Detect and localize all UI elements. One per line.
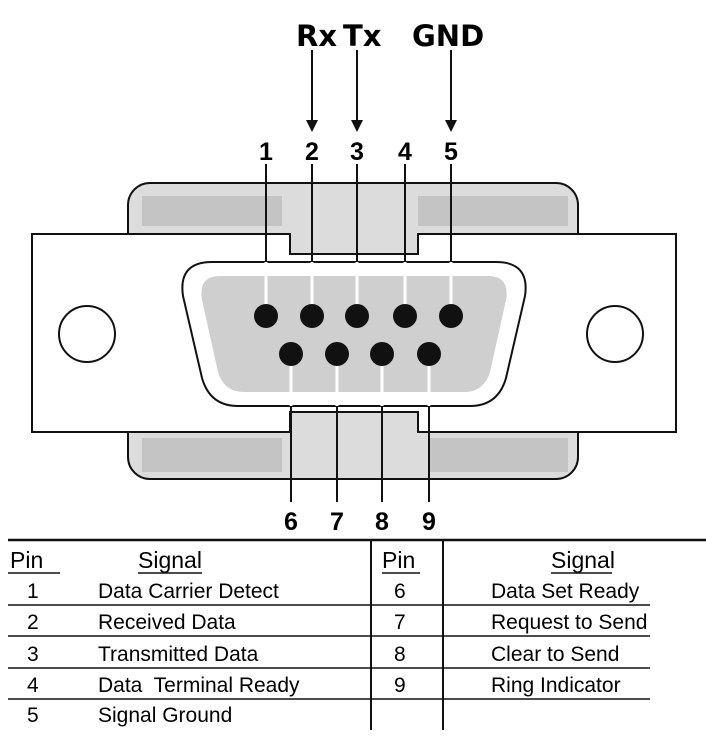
- header-signal-right: Signal: [551, 547, 615, 573]
- shell-shading-top-right: [418, 196, 568, 226]
- pin-number-2: 2: [305, 138, 319, 166]
- right-row-signal: Request to Send: [491, 611, 647, 634]
- pin-8: [370, 342, 394, 366]
- pin-leaders: [264, 262, 453, 406]
- left-row-signal: Data Carrier Detect: [98, 580, 279, 603]
- pin-7: [325, 342, 349, 366]
- left-row-signal: Transmitted Data: [98, 643, 259, 666]
- shell-shading-top-left: [142, 196, 282, 226]
- pin-9: [417, 342, 441, 366]
- left-row-pin: 3: [27, 643, 39, 666]
- pin-2: [300, 304, 324, 328]
- right-row-pin: 6: [394, 580, 406, 603]
- pin-number-9: 9: [422, 508, 436, 536]
- left-row-pin: 4: [27, 674, 39, 697]
- arrow-rx-head: [306, 120, 318, 132]
- left-row-pin: 2: [27, 611, 39, 634]
- right-row-signal: Clear to Send: [491, 643, 619, 666]
- pins: [254, 304, 463, 366]
- pin-3: [345, 304, 369, 328]
- left-row-pin: 5: [27, 704, 39, 727]
- signal-arrows: [306, 50, 457, 132]
- shell-shading-bottom-right: [430, 438, 568, 472]
- left-row-signal: Data Terminal Ready: [98, 674, 300, 697]
- pin-5: [439, 304, 463, 328]
- mounting-hole-right: [586, 305, 644, 363]
- left-row-signal: Signal Ground: [98, 704, 232, 727]
- arrow-gnd-head: [445, 120, 457, 132]
- right-row-pin: 7: [394, 611, 406, 634]
- header-pin-left: Pin: [10, 547, 43, 573]
- shell-shading-bottom-left: [142, 438, 282, 472]
- pin-number-6: 6: [284, 508, 298, 536]
- arrow-tx-head: [351, 120, 363, 132]
- pin-number-4: 4: [398, 138, 412, 166]
- mounting-hole-left: [58, 305, 116, 363]
- pin-number-5: 5: [444, 138, 458, 166]
- pin-number-7: 7: [330, 508, 344, 536]
- left-row-signal: Received Data: [98, 611, 236, 634]
- header-signal-left: Signal: [138, 547, 202, 573]
- pin-signal-table: Pin Signal Pin Signal 1 Data Carrier Det…: [8, 538, 706, 730]
- right-row-signal: Ring Indicator: [491, 674, 621, 697]
- pin-number-1: 1: [259, 138, 273, 166]
- pin-1: [254, 304, 278, 328]
- label-tx: Tx: [343, 19, 382, 53]
- label-rx: Rx: [296, 19, 337, 53]
- pin-number-8: 8: [375, 508, 389, 536]
- left-row-pin: 1: [27, 580, 39, 603]
- label-gnd: GND: [412, 19, 484, 53]
- right-row-signal: Data Set Ready: [491, 580, 640, 603]
- header-pin-right: Pin: [382, 547, 415, 573]
- pin-number-3: 3: [350, 138, 364, 166]
- pin-6: [279, 342, 303, 366]
- right-row-pin: 8: [394, 643, 406, 666]
- right-row-pin: 9: [394, 674, 406, 697]
- d-sub-insert: [201, 276, 507, 392]
- pin-callout-lines: [265, 164, 452, 502]
- pin-4: [393, 304, 417, 328]
